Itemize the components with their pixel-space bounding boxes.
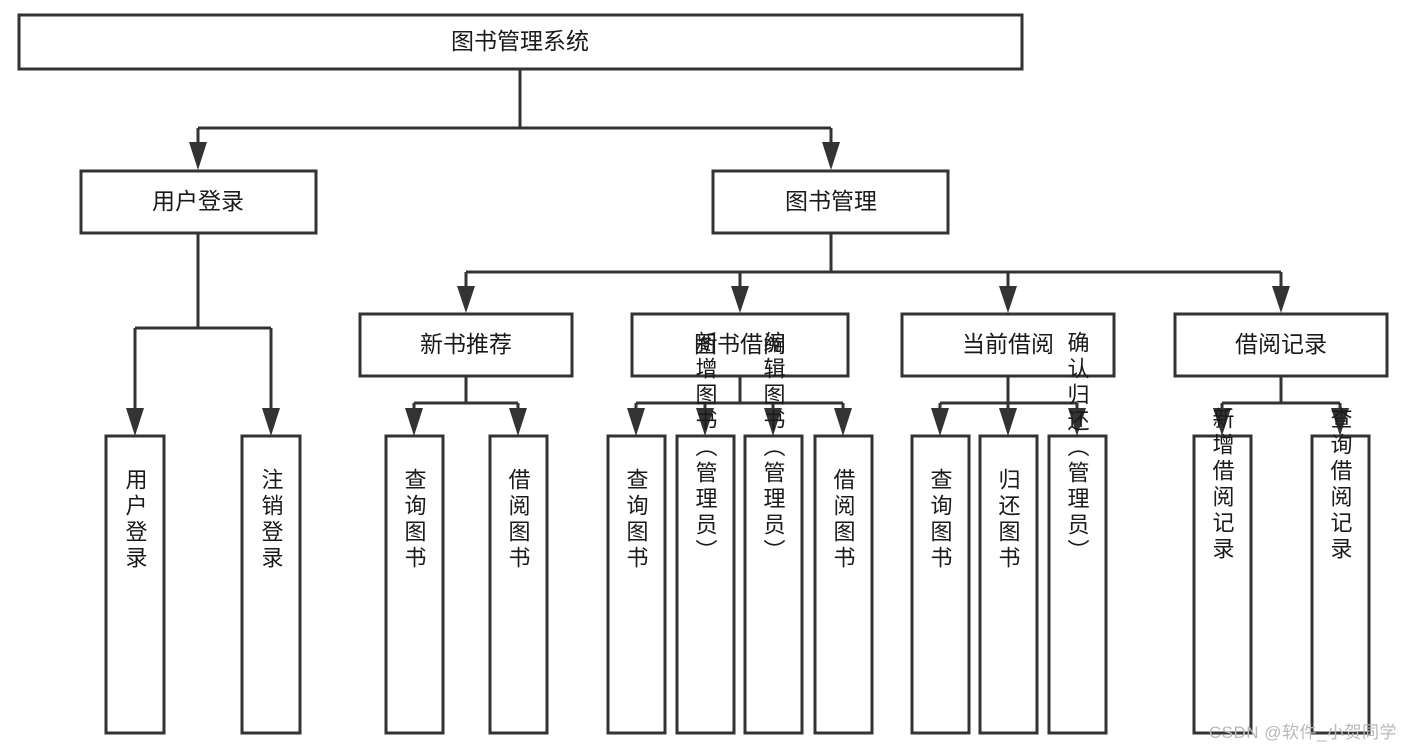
node-leaf-query-record-label: 查询借阅记录 — [1328, 407, 1353, 563]
node-root[interactable]: 图书管理系统 — [17, 13, 1024, 71]
node-leaf-edit-book-box[interactable] — [743, 434, 804, 735]
node-leaf-user-login-box[interactable] — [104, 434, 166, 735]
node-book-borrow-box[interactable] — [630, 312, 850, 378]
node-leaf-return-book-label: 归还图书 — [996, 468, 1021, 572]
node-book-management[interactable]: 图书管理 — [711, 169, 950, 235]
arrow-head-new-book-recommend — [457, 286, 475, 313]
arrow-head-leaf-confirm-return — [1068, 408, 1086, 436]
node-current-borrow-label: 当前借阅 — [962, 331, 1054, 357]
node-leaf-query-book-1-label: 查询图书 — [402, 468, 427, 572]
arrow-head-leaf-borrow-book-2 — [834, 408, 852, 436]
connector-layer — [126, 69, 1349, 436]
node-leaf-user-login-label: 用户登录 — [123, 468, 148, 572]
node-current-borrow[interactable]: 当前借阅 — [900, 312, 1116, 378]
node-current-borrow-box[interactable] — [900, 312, 1116, 378]
arrow-head-leaf-add-book — [696, 408, 714, 436]
node-user-login-box[interactable] — [79, 169, 318, 235]
arrow-head-leaf-add-record — [1213, 408, 1231, 436]
node-leaf-return-book-box[interactable] — [978, 434, 1039, 735]
arrow-head-borrow-record — [1272, 286, 1290, 313]
node-book-borrow[interactable]: 图书借阅 — [630, 312, 850, 378]
node-leaf-borrow-book-2[interactable]: 借阅图书 — [813, 434, 874, 735]
node-leaf-query-book-2-label: 查询图书 — [624, 468, 649, 572]
node-leaf-add-book-box[interactable] — [675, 434, 736, 735]
node-leaf-user-logout-label: 注销登录 — [259, 468, 284, 572]
arrow-head-leaf-user-login — [126, 408, 144, 436]
node-leaf-edit-book-label: 编辑图书（管理员） — [761, 331, 786, 565]
arrow-head-leaf-user-logout — [262, 408, 280, 436]
node-leaf-return-book[interactable]: 归还图书 — [978, 434, 1039, 735]
node-new-book-recommend-box[interactable] — [358, 312, 574, 378]
node-leaf-confirm-return-box[interactable] — [1047, 434, 1108, 735]
arrow-head-leaf-edit-book — [764, 408, 782, 436]
arrow-head-user-login — [189, 142, 207, 170]
node-leaf-borrow-book-1-label: 借阅图书 — [506, 468, 531, 572]
arrow-head-leaf-query-book-2 — [627, 408, 645, 436]
node-leaf-add-record[interactable]: 新增借阅记录 — [1192, 407, 1253, 735]
node-borrow-record[interactable]: 借阅记录 — [1173, 312, 1389, 378]
node-borrow-record-label: 借阅记录 — [1235, 331, 1327, 357]
node-leaf-query-book-2[interactable]: 查询图书 — [606, 434, 667, 735]
node-user-login[interactable]: 用户登录 — [79, 169, 318, 235]
node-leaf-borrow-book-1[interactable]: 借阅图书 — [488, 434, 549, 735]
node-leaf-query-record-box[interactable] — [1310, 434, 1371, 735]
arrow-head-leaf-query-book-1 — [405, 408, 423, 436]
node-leaf-borrow-book-2-label: 借阅图书 — [831, 468, 856, 572]
node-leaf-add-record-box[interactable] — [1192, 434, 1253, 735]
node-leaf-borrow-book-2-box[interactable] — [813, 434, 874, 735]
node-leaf-edit-book[interactable]: 编辑图书（管理员） — [743, 331, 804, 735]
node-root-label: 图书管理系统 — [451, 28, 589, 54]
node-leaf-query-book-3[interactable]: 查询图书 — [910, 434, 971, 735]
arrow-head-book-borrow — [731, 286, 749, 313]
node-book-management-label: 图书管理 — [785, 188, 877, 214]
node-leaf-user-logout[interactable]: 注销登录 — [240, 434, 302, 735]
arrow-head-current-borrow — [999, 286, 1017, 313]
node-leaf-query-book-1[interactable]: 查询图书 — [384, 434, 445, 735]
node-leaf-confirm-return[interactable]: 确认归还（管理员） — [1047, 331, 1108, 735]
node-book-borrow-label: 图书借阅 — [694, 331, 786, 357]
node-new-book-recommend[interactable]: 新书推荐 — [358, 312, 574, 378]
arrow-head-leaf-query-book-3 — [931, 408, 949, 436]
node-leaf-add-book-label: 新增图书（管理员） — [693, 331, 718, 565]
node-borrow-record-box[interactable] — [1173, 312, 1389, 378]
node-user-login-label: 用户登录 — [152, 188, 244, 214]
node-leaf-query-book-1-box[interactable] — [384, 434, 445, 735]
node-leaf-add-record-label: 新增借阅记录 — [1210, 407, 1235, 563]
arrow-head-leaf-return-book — [999, 408, 1017, 436]
node-book-management-box[interactable] — [711, 169, 950, 235]
node-leaf-query-book-3-box[interactable] — [910, 434, 971, 735]
node-leaf-user-login[interactable]: 用户登录 — [104, 434, 166, 735]
arrow-head-leaf-borrow-book-1 — [509, 408, 527, 436]
node-leaf-borrow-book-1-box[interactable] — [488, 434, 549, 735]
node-leaf-add-book[interactable]: 新增图书（管理员） — [675, 331, 736, 735]
arrow-head-leaf-query-record — [1331, 408, 1349, 436]
node-new-book-recommend-label: 新书推荐 — [420, 331, 512, 357]
node-leaf-query-book-2-box[interactable] — [606, 434, 667, 735]
node-root-box[interactable] — [17, 13, 1024, 71]
node-leaf-user-logout-box[interactable] — [240, 434, 302, 735]
arrow-head-book-management — [822, 142, 840, 170]
node-leaf-query-record[interactable]: 查询借阅记录 — [1310, 407, 1371, 735]
node-leaf-confirm-return-label: 确认归还（管理员） — [1065, 331, 1090, 565]
node-leaf-query-book-3-label: 查询图书 — [928, 468, 953, 572]
